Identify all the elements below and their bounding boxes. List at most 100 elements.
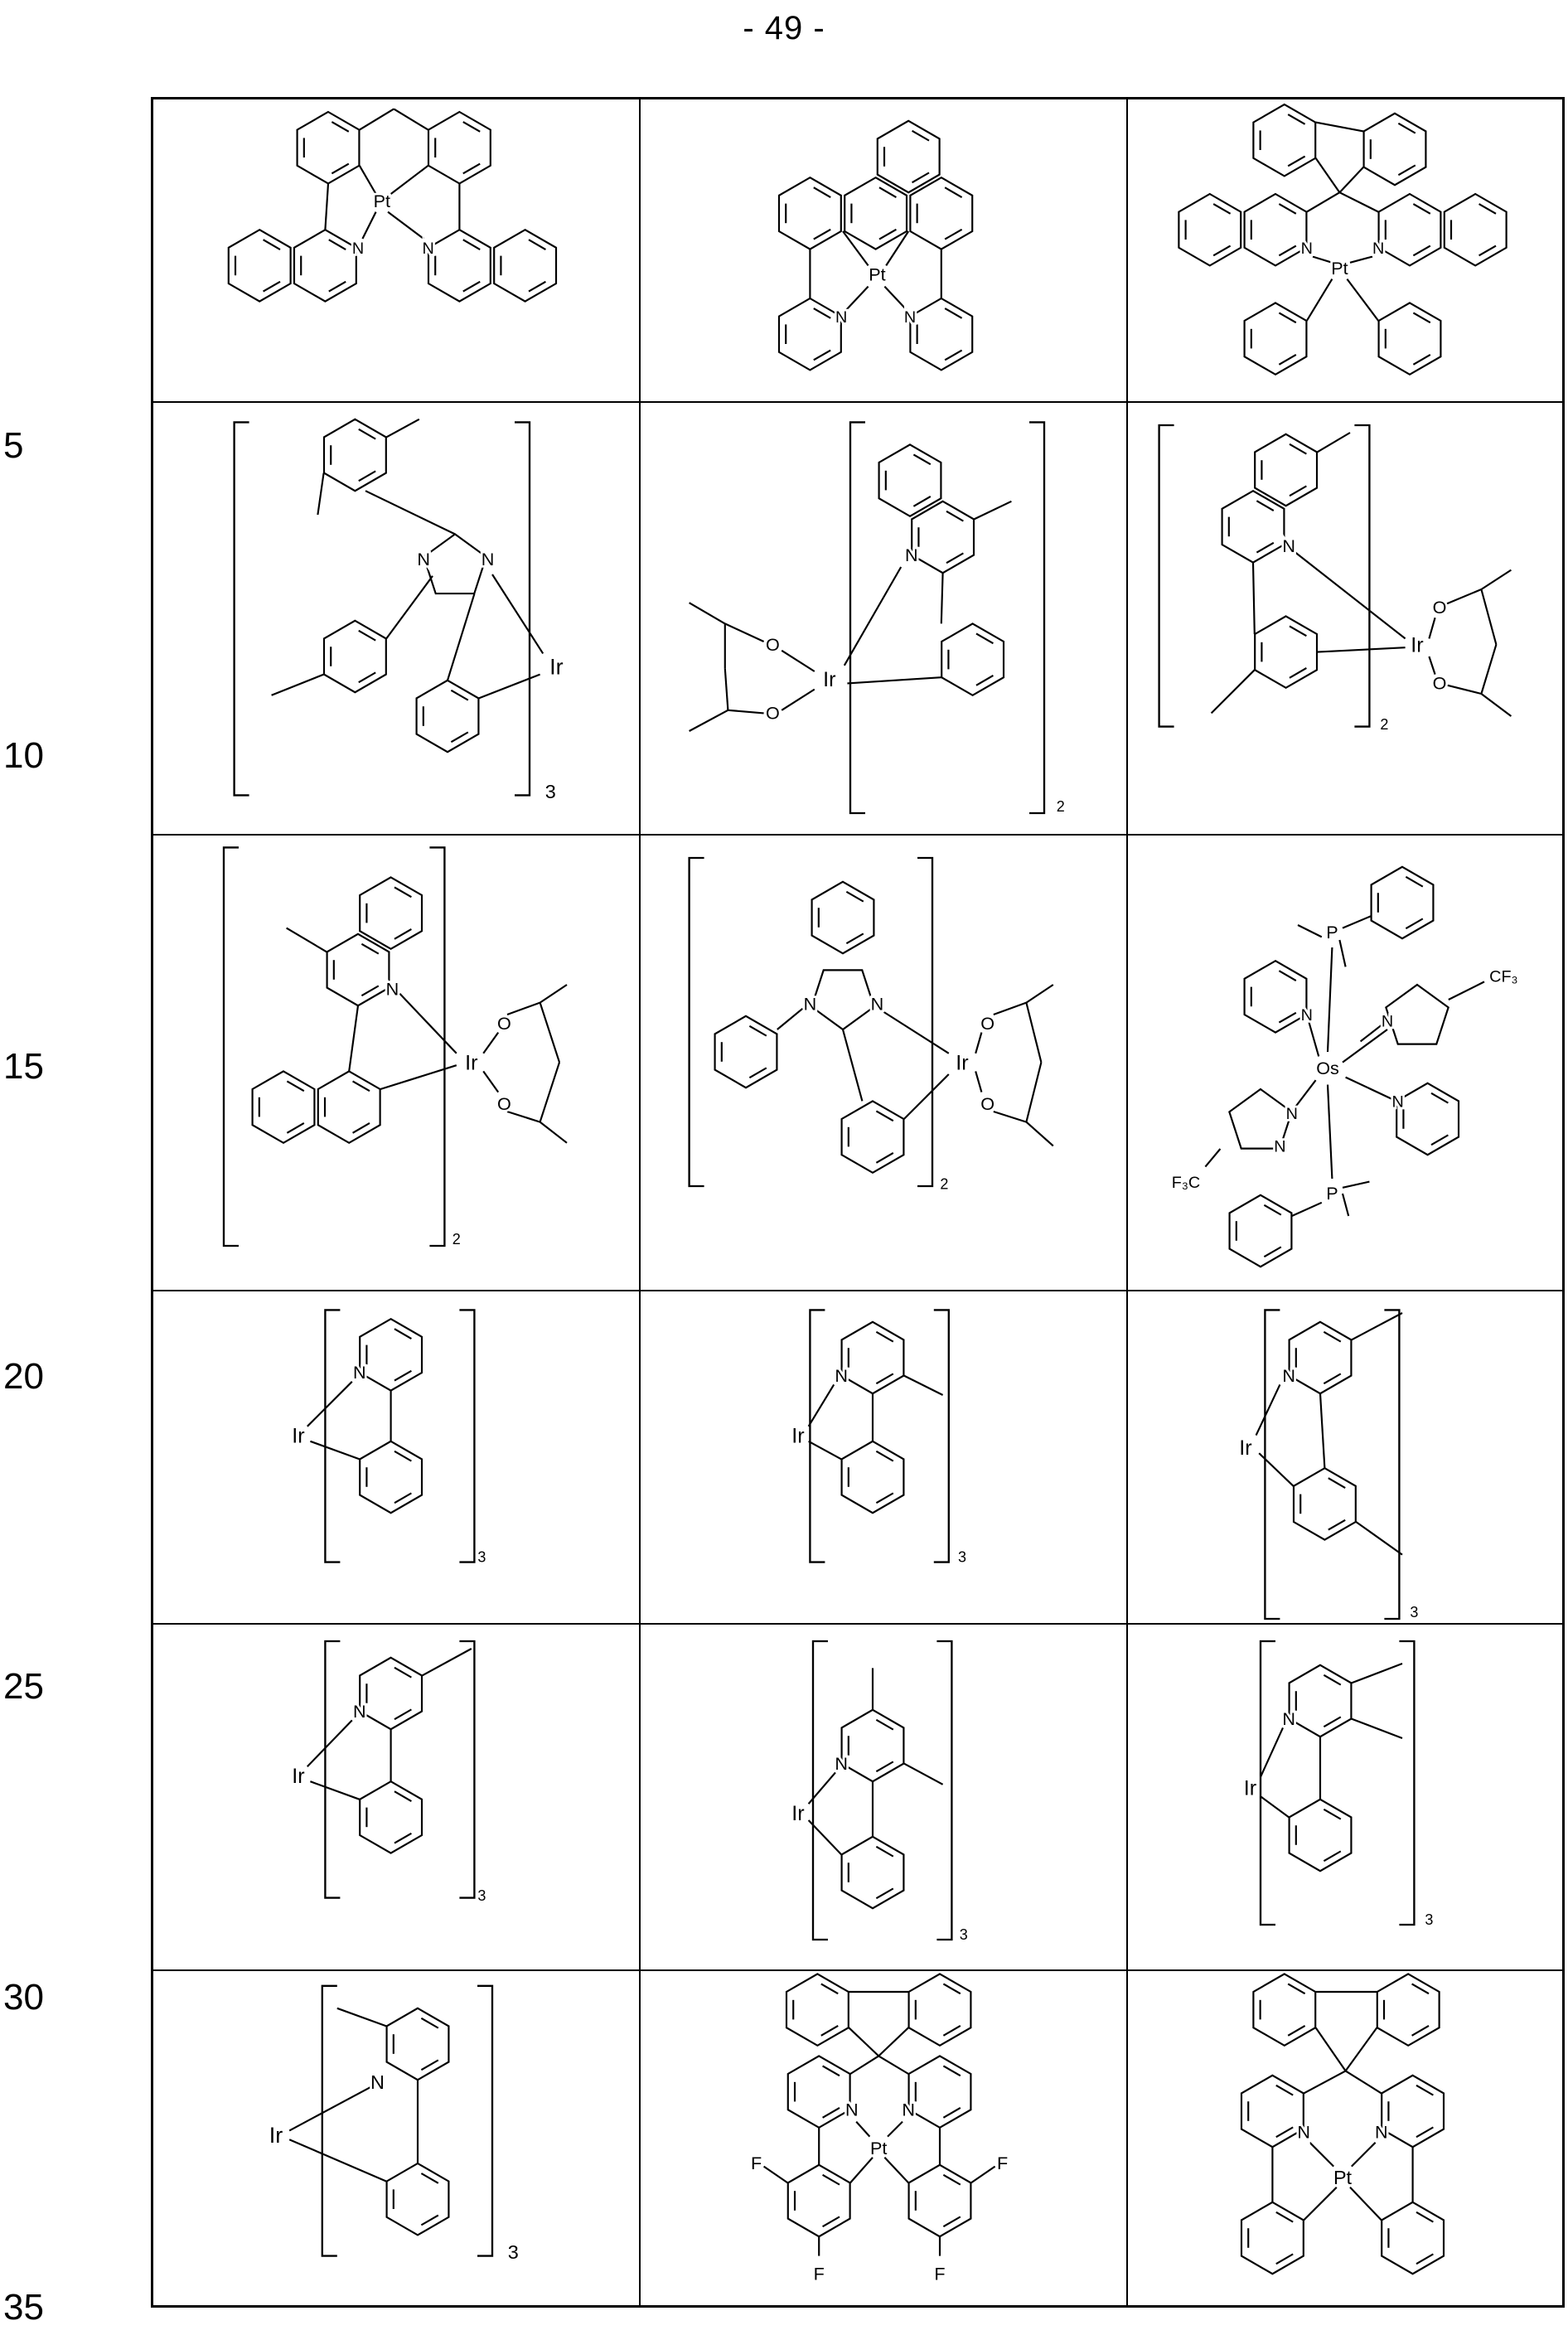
double-bond	[1412, 1984, 1429, 1993]
aromatic-ring	[779, 298, 841, 370]
atom-label: 3	[545, 781, 556, 802]
atom-label: CF₃	[1489, 967, 1517, 986]
bond	[386, 576, 433, 639]
bond	[1309, 2143, 1333, 2167]
atom-label: N	[1372, 240, 1384, 258]
bond	[846, 287, 869, 311]
aromatic-ring	[788, 2056, 850, 2127]
structure-cell: NIrOO2	[1159, 425, 1512, 733]
double-bond	[1416, 2254, 1433, 2264]
five-membered-ring	[811, 970, 874, 1029]
double-bond	[1416, 2127, 1433, 2137]
bond	[1328, 947, 1332, 1052]
bracket-right	[1399, 1641, 1414, 1925]
double-bond	[1288, 2026, 1304, 2036]
bond	[690, 603, 725, 623]
bond	[1320, 1393, 1324, 1468]
double-bond	[1413, 204, 1430, 214]
aromatic-ring	[1382, 2202, 1444, 2274]
double-bond	[1398, 165, 1415, 175]
aromatic-ring	[387, 2008, 449, 2080]
bond	[1346, 1078, 1396, 1102]
bond	[809, 1441, 842, 1460]
aromatic-ring	[842, 1837, 904, 1908]
bond	[884, 2158, 908, 2183]
aromatic-ring	[1178, 194, 1241, 265]
double-bond	[1413, 246, 1430, 256]
bond	[1343, 916, 1371, 928]
aromatic-ring	[1245, 194, 1307, 265]
atom-label: N	[353, 1362, 366, 1383]
double-bond	[912, 172, 929, 182]
double-bond	[876, 1761, 893, 1771]
double-bond	[1279, 312, 1295, 322]
atom-label: N	[370, 2071, 385, 2093]
atom-label: 3	[1410, 1604, 1418, 1620]
bond	[483, 1071, 498, 1092]
atom-label: O	[766, 703, 780, 724]
atom-label: O	[497, 1093, 511, 1114]
bond	[1339, 940, 1345, 966]
aromatic-ring	[1379, 303, 1441, 374]
double-bond	[1276, 2212, 1293, 2222]
bracket-right	[1029, 422, 1044, 813]
atom-label: F	[934, 2263, 945, 2284]
aromatic-ring	[360, 1658, 422, 1729]
bracket-right	[917, 858, 932, 1186]
bond	[349, 1005, 358, 1071]
aromatic-ring	[417, 681, 479, 752]
double-bond	[463, 240, 480, 249]
bond	[1343, 1029, 1387, 1063]
bond	[844, 567, 901, 666]
bond	[1313, 257, 1332, 263]
bond	[1445, 685, 1481, 694]
aromatic-ring	[941, 623, 1004, 695]
bond	[1449, 981, 1484, 1000]
double-bond	[359, 631, 375, 641]
bond	[1317, 433, 1350, 452]
bond	[1026, 1122, 1053, 1146]
aromatic-ring	[1396, 1083, 1459, 1155]
bond	[1350, 257, 1372, 263]
structure-cell: NIr3	[292, 1310, 486, 1565]
bracket-left	[810, 1310, 825, 1562]
aromatic-ring	[428, 112, 491, 183]
double-bond	[1431, 1135, 1448, 1145]
bond	[540, 1063, 559, 1122]
bond	[448, 593, 474, 680]
atom-label: N	[871, 994, 884, 1015]
double-bond	[1290, 444, 1306, 454]
aromatic-ring	[910, 177, 972, 249]
double-bond	[821, 2026, 838, 2036]
atom-label: N	[353, 1701, 366, 1722]
bond	[1481, 570, 1511, 589]
double-bond	[823, 2108, 840, 2118]
bond	[540, 1003, 559, 1063]
bracket-right	[936, 1641, 951, 1940]
double-bond	[1324, 1851, 1340, 1861]
double-bond	[329, 240, 346, 249]
aromatic-ring	[1290, 1665, 1352, 1737]
bond	[1026, 985, 1053, 1003]
aromatic-ring	[1445, 194, 1507, 265]
structure-cell: NIr3	[791, 1310, 966, 1565]
bond	[325, 183, 328, 230]
double-bond	[394, 887, 411, 897]
aromatic-ring	[910, 298, 972, 370]
double-bond	[529, 282, 545, 292]
double-bond	[1406, 918, 1422, 928]
bond	[904, 1074, 949, 1119]
structure-cell: PPOsNNNNNF₃CCF₃	[1172, 867, 1518, 1267]
atom-label: Ir	[1411, 634, 1423, 657]
double-bond	[361, 986, 378, 996]
aromatic-ring	[779, 177, 841, 249]
bond	[310, 1441, 359, 1460]
double-bond	[264, 240, 280, 249]
bond	[1339, 167, 1363, 193]
bracket-right	[429, 847, 444, 1246]
bond	[337, 2008, 386, 2027]
aromatic-ring	[842, 1101, 904, 1172]
bond	[1316, 2027, 1346, 2071]
atom-label: N	[1382, 1012, 1393, 1030]
